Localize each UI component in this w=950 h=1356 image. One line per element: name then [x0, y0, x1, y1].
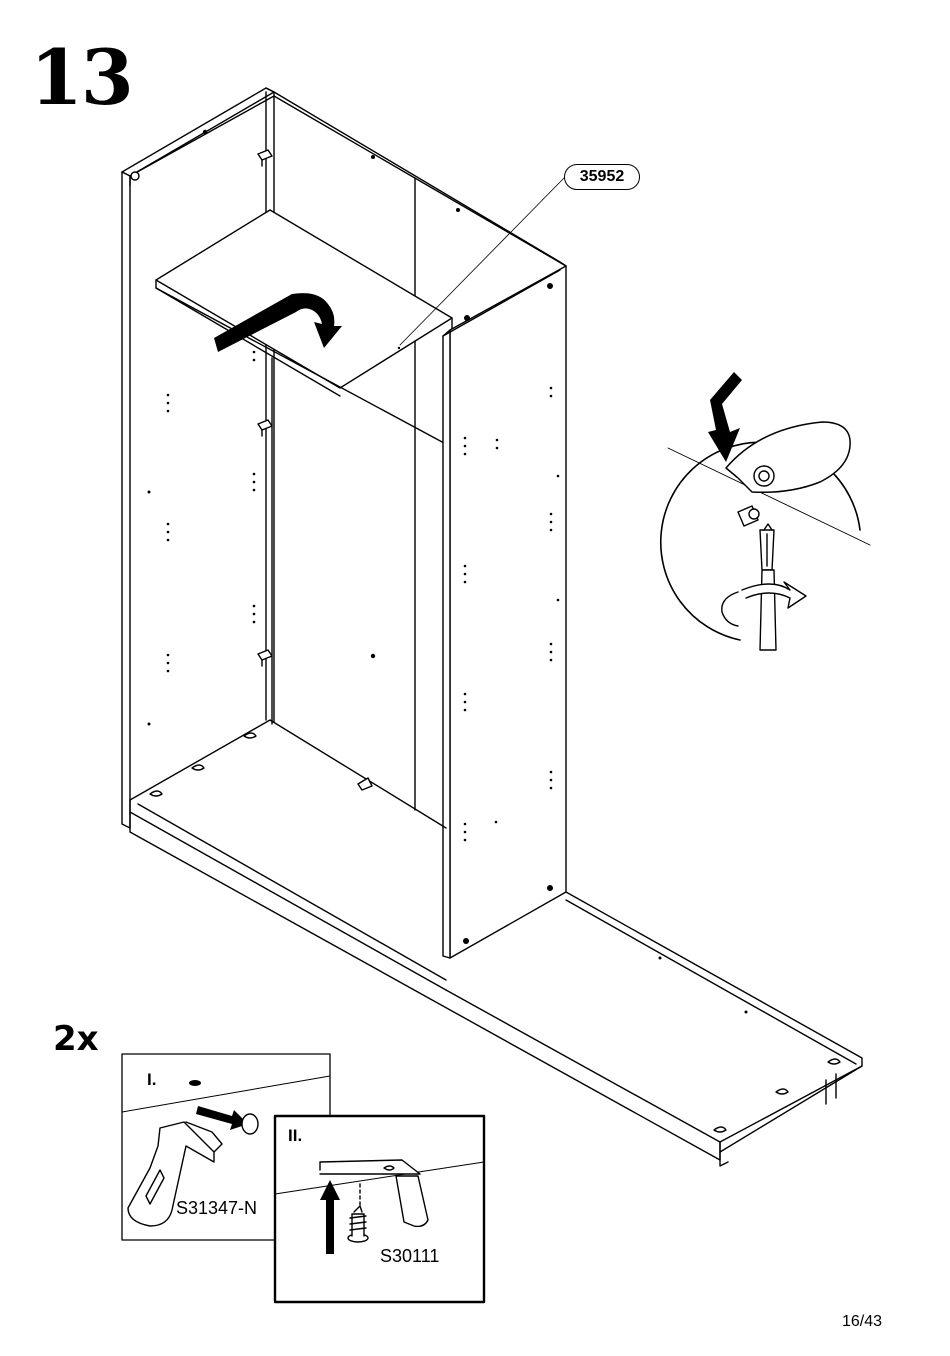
page-number: 16/43 — [842, 1314, 882, 1330]
panel-ii-part-code: S30111 — [380, 1247, 439, 1265]
wardrobe-carcass — [122, 88, 862, 1166]
panel-i-label: I. — [147, 1071, 156, 1088]
quantity-label: 2x — [53, 1022, 99, 1056]
detail-panel-ii — [275, 1116, 484, 1302]
part-callout-label: 35952 — [564, 164, 640, 190]
step-number: 13 — [30, 40, 132, 116]
panel-ii-label: II. — [288, 1127, 302, 1144]
zoom-detail-circle — [661, 372, 870, 650]
panel-i-part-code: S31347-N — [176, 1199, 257, 1217]
down-arrow-icon — [708, 372, 742, 462]
